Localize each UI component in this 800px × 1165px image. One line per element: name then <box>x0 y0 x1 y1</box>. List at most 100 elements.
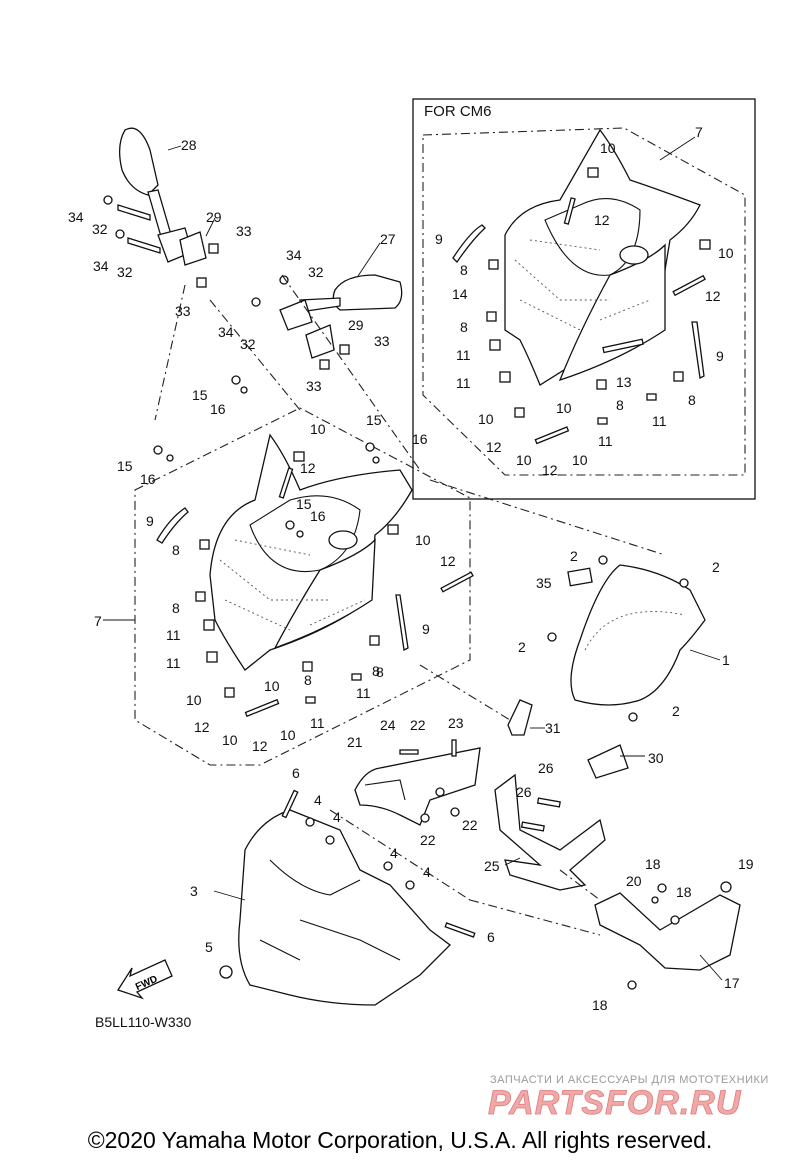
callout-15: 15 <box>192 387 208 403</box>
mirror-27-gasket-29 <box>305 324 335 359</box>
callout-9: 9 <box>716 348 724 364</box>
main-clip-8b <box>195 591 206 602</box>
callout-12: 12 <box>252 738 268 754</box>
washer-34b <box>115 229 125 239</box>
main-clip-10b <box>387 524 399 535</box>
callout-22: 22 <box>420 832 436 848</box>
bolt-19 <box>720 881 732 893</box>
callout-26: 26 <box>538 760 554 776</box>
inset-clip-8d <box>673 371 684 382</box>
bolt-23 <box>451 739 457 757</box>
mirror-bolt-32b <box>127 237 161 254</box>
bracket-30 <box>587 744 629 779</box>
callout-22: 22 <box>462 817 478 833</box>
mirror-27 <box>332 274 403 311</box>
callout-10: 10 <box>572 452 588 468</box>
screw-4d <box>405 880 415 890</box>
inset-part-9-right <box>691 321 705 379</box>
callout-27: 27 <box>380 231 396 247</box>
main-clip-8a <box>199 539 210 550</box>
callout-29: 29 <box>206 209 222 225</box>
callout-11: 11 <box>356 685 371 701</box>
washer-16d <box>296 530 304 538</box>
callout-16: 16 <box>140 471 156 487</box>
callout-11: 11 <box>456 375 471 391</box>
leader-lines <box>103 136 723 981</box>
bolt-15a <box>231 375 241 385</box>
callout-25: 25 <box>484 858 500 874</box>
callout-10: 10 <box>264 678 280 694</box>
main-clip-8d <box>369 635 380 646</box>
screw-18c <box>627 980 637 990</box>
main-clip-11c <box>351 673 362 681</box>
callout-2: 2 <box>570 548 578 564</box>
callout-34: 34 <box>286 247 302 263</box>
callout-16: 16 <box>310 508 326 524</box>
screw-4c <box>383 861 393 871</box>
main-part-12-bottom <box>244 698 280 718</box>
nut-33c <box>339 344 350 355</box>
callout-33: 33 <box>306 378 322 394</box>
washer-16a <box>240 386 248 394</box>
inset-fairing-details <box>514 239 651 331</box>
callout-11: 11 <box>652 413 667 429</box>
main-fairing-right-side <box>273 538 376 650</box>
windscreen-1 <box>570 564 706 706</box>
callout-22: 22 <box>410 717 426 733</box>
callout-4: 4 <box>314 792 322 808</box>
inset-clip-10a <box>587 167 599 178</box>
callout-12: 12 <box>300 460 316 476</box>
callout-8: 8 <box>688 392 696 408</box>
bolt-15c <box>365 442 375 452</box>
lower-cowl-3 <box>238 809 451 1006</box>
callout-12: 12 <box>440 553 456 569</box>
main-part-12-top <box>278 467 294 499</box>
inset-upper-fairing <box>504 128 701 386</box>
callout-21: 21 <box>347 734 363 750</box>
callout-11: 11 <box>166 655 181 671</box>
main-clip-10a <box>293 451 305 462</box>
callout-24: 24 <box>380 717 396 733</box>
callout-15: 15 <box>366 412 382 428</box>
callout-26: 26 <box>516 784 532 800</box>
callout-18: 18 <box>592 997 608 1013</box>
inset-clip-11d <box>597 417 608 425</box>
callout-5: 5 <box>205 939 213 955</box>
callout-28: 28 <box>181 137 197 153</box>
callout-10: 10 <box>415 532 431 548</box>
main-part-9-left <box>156 507 189 544</box>
callout-9: 9 <box>435 231 443 247</box>
bolt-26a <box>536 797 561 808</box>
callout-15: 15 <box>296 496 312 512</box>
callout-32: 32 <box>92 221 108 237</box>
callout-18: 18 <box>676 884 692 900</box>
callout-4: 4 <box>333 809 341 825</box>
callout-11: 11 <box>166 627 181 643</box>
callout-34: 34 <box>218 324 234 340</box>
diagram-code: B5LL110-W330 <box>95 1014 191 1030</box>
nut-33b <box>196 277 207 288</box>
main-clip-11a <box>203 619 215 631</box>
callout-33: 33 <box>374 333 390 349</box>
fwd-arrow <box>117 959 173 1000</box>
inset-part-12-right <box>672 274 706 297</box>
callout-1: 1 <box>722 652 730 668</box>
bolt-26b <box>520 821 545 832</box>
callout-8: 8 <box>460 319 468 335</box>
callout-10: 10 <box>478 411 494 427</box>
inset-clip-11a <box>489 339 501 351</box>
callout-20: 20 <box>626 873 642 889</box>
screw-2c <box>547 632 557 642</box>
copyright-notice: ©2020 Yamaha Motor Corporation, U.S.A. A… <box>87 1127 713 1153</box>
callout-16: 16 <box>412 431 428 447</box>
callout-23: 23 <box>448 715 464 731</box>
callout-labels: 1 2 2 2 2 3 4 4 4 4 5 6 6 7 7 8 8 8 8 8 … <box>68 124 754 1013</box>
inset-box <box>412 98 756 500</box>
callout-2: 2 <box>712 559 720 575</box>
inset-part-12-bottom <box>534 426 570 445</box>
mirror-28-gasket-29 <box>179 231 207 266</box>
callout-8: 8 <box>372 663 380 679</box>
inset-part-13 <box>602 338 644 354</box>
callout-8: 8 <box>172 542 180 558</box>
